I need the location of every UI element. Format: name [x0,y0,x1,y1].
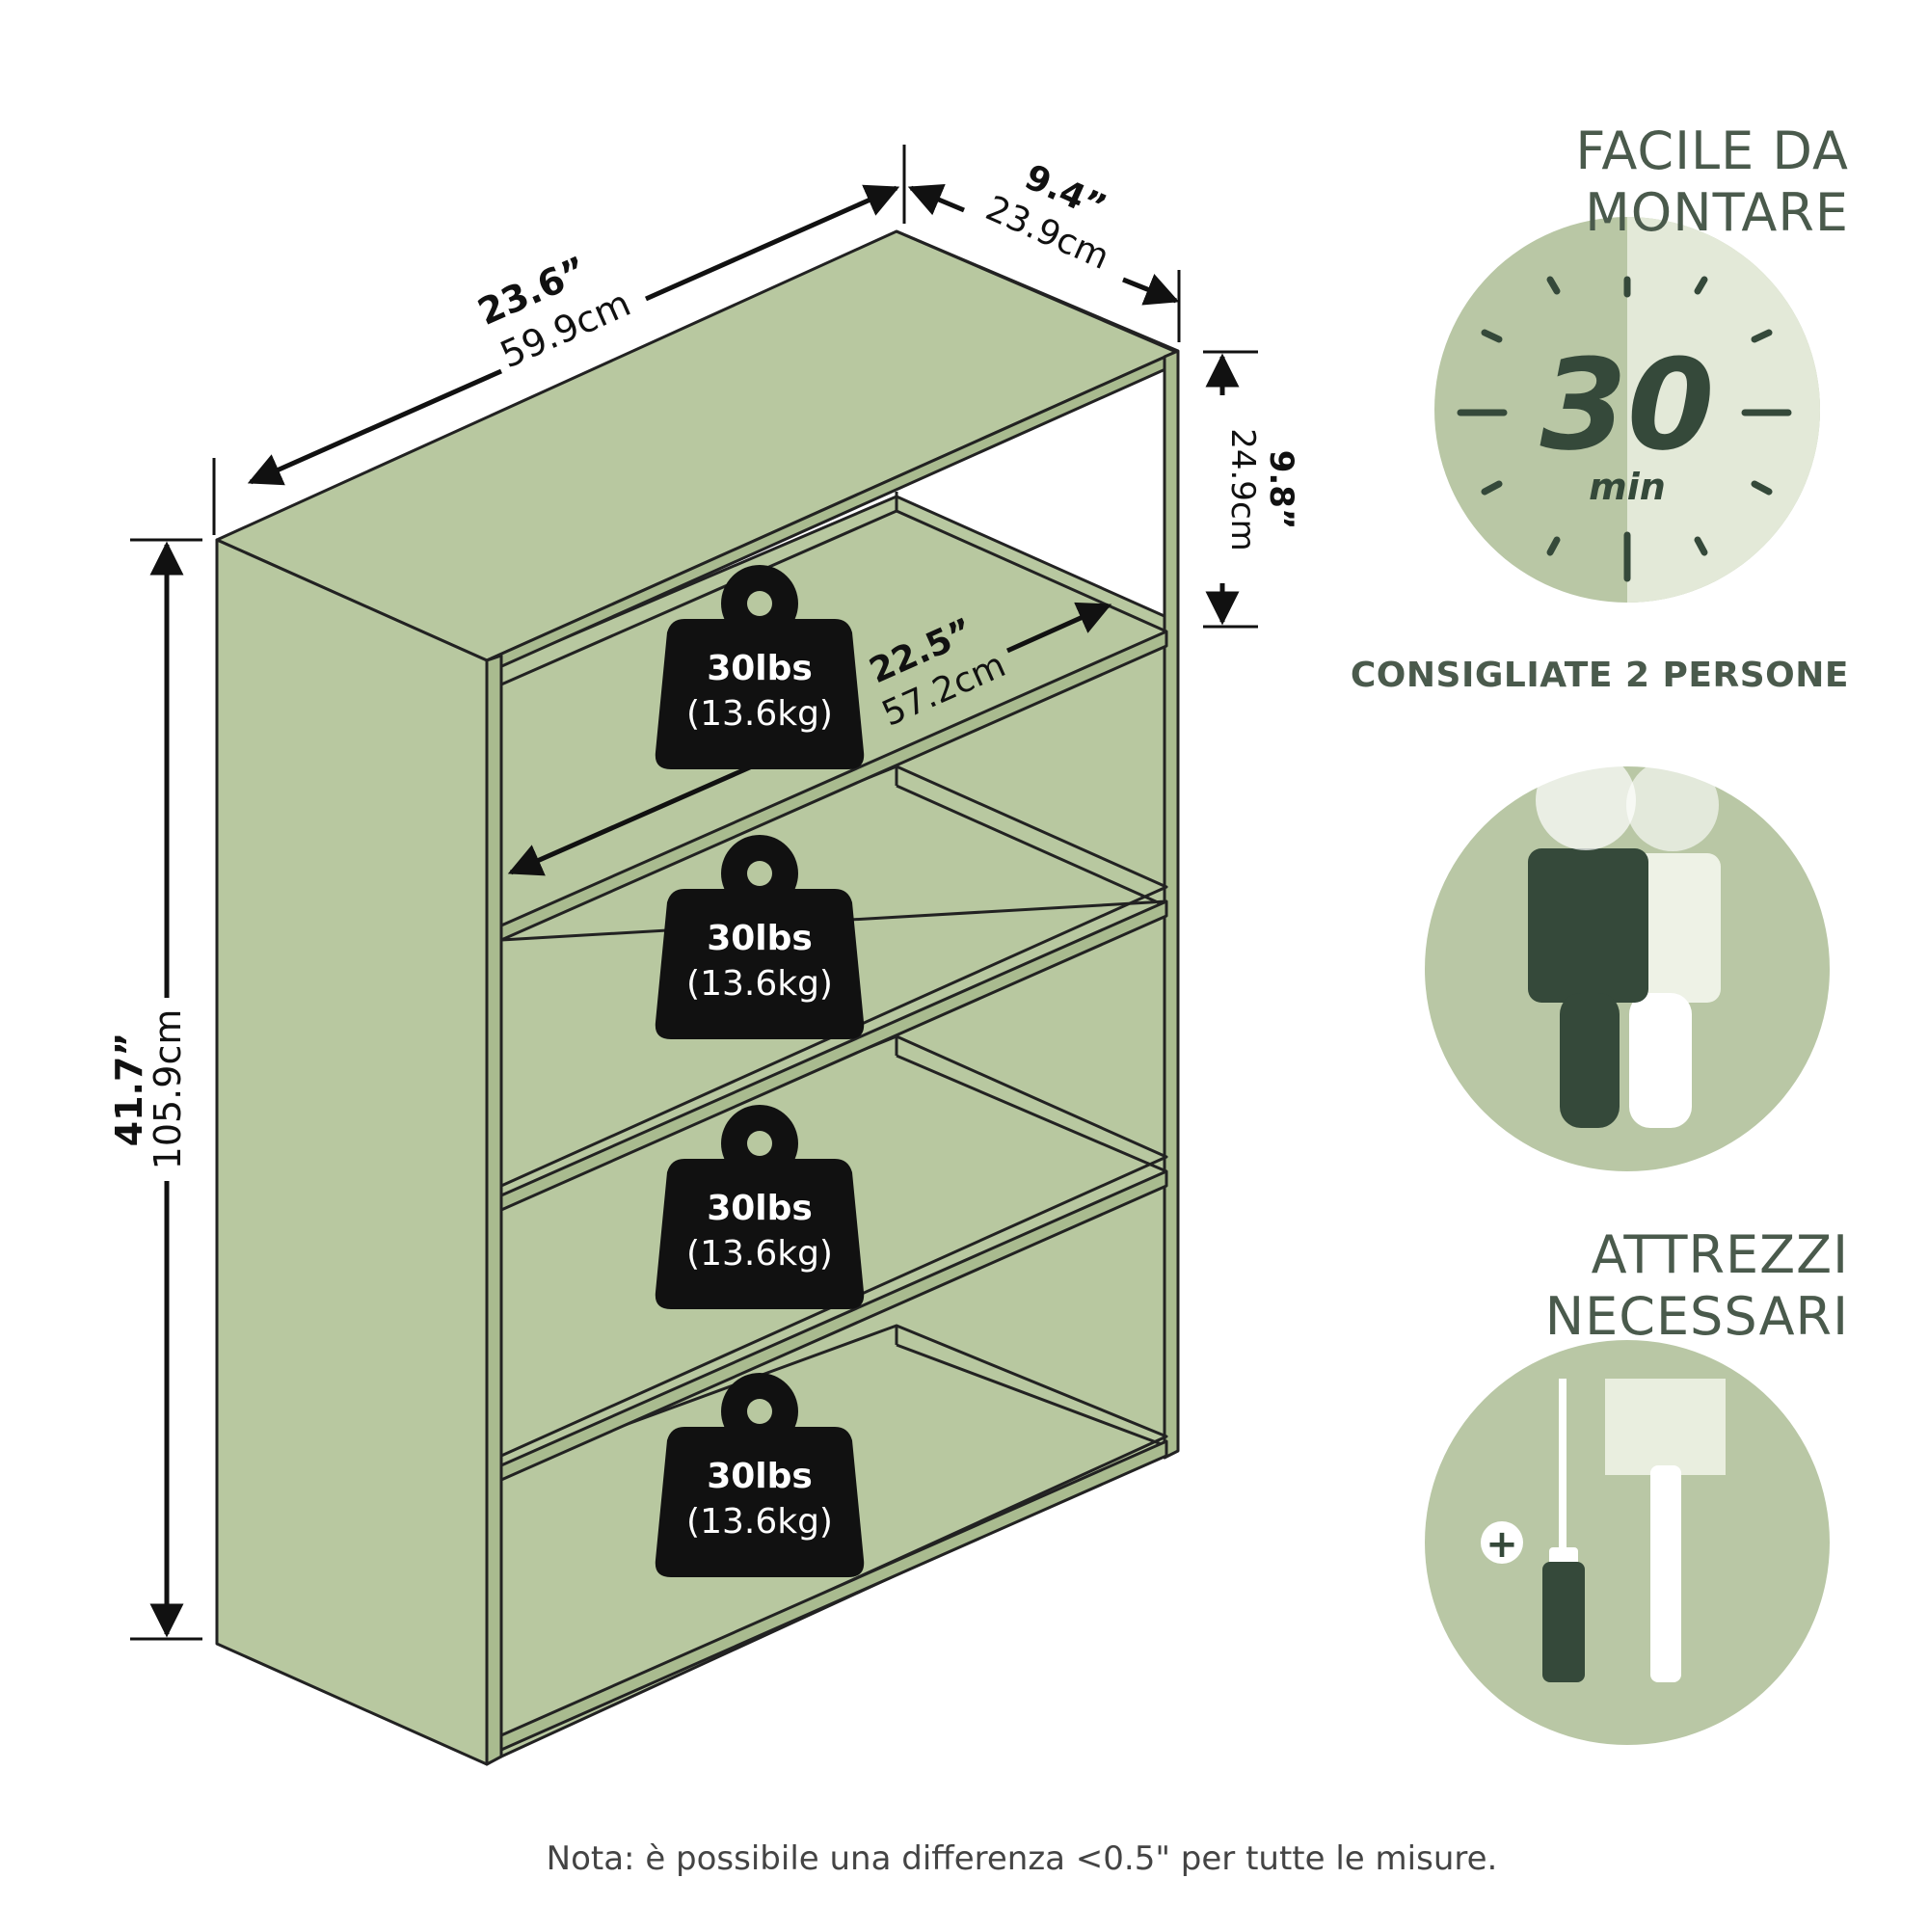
hammer-head [1605,1379,1726,1475]
weight-kg-label: (13.6kg) [686,964,833,1004]
assembly-heading-line1: FACILE DA [1575,121,1849,181]
person-dark-legs [1560,993,1620,1128]
height-cm-label: 105.9cm [147,1009,189,1170]
depth-arrow-b [1122,274,1180,306]
person-light-head [1626,759,1719,851]
screwdriver-and-hammer-icon: + [1425,1340,1830,1745]
person-light-body [1629,853,1721,1003]
two-people-icon [1425,750,1830,1171]
people-note: CONSIGLIATE 2 PERSONE [1350,656,1849,695]
inner-width-arrow-a [1005,602,1112,654]
weight-lbs-label: 30lbs [707,1457,813,1496]
bookcase-left-front-edge [485,654,503,1766]
depth-arrow-a [907,184,965,216]
bookcase-back-top-line [896,229,1179,353]
person-dark-body [1528,848,1648,1003]
shelf-height-inches-label: 9.8” [1262,450,1300,530]
weight-kg-label: (13.6kg) [686,1234,833,1274]
weight-kg-label: (13.6kg) [686,694,833,734]
tools-circle [1425,1340,1830,1745]
tools-heading-line2: NECESSARI [1544,1286,1849,1347]
screwdriver-handle [1542,1562,1585,1682]
timer-unit: min [1589,466,1666,508]
screwdriver-shaft [1559,1379,1566,1557]
shelf-height-cm-label: 24.9cm [1223,428,1262,551]
interior-edge-2 [896,509,1167,633]
weight-lbs-label: 30lbs [707,919,813,958]
width-arrow-a [247,368,503,486]
width-arrow-b [644,184,900,302]
shelf-weight-badge: 30lbs (13.6kg) [655,1105,865,1309]
interior-edge-7 [896,1054,1167,1173]
assembly-timer: 30 min [1434,217,1820,603]
height-inches-label: 41.7” [108,1033,150,1147]
assembly-heading-line2: MONTARE [1585,182,1849,243]
shelf-weight-badge: 30lbs (13.6kg) [655,1373,865,1577]
tools-heading: ATTREZZI NECESSARI [1545,1224,1849,1348]
weight-icon [655,1427,865,1577]
weight-icon [655,1159,865,1309]
plus-symbol: + [1486,1522,1518,1567]
timer-light-half [1627,217,1820,603]
shelf-weight-badge: 30lbs (13.6kg) [655,835,865,1039]
weight-icon [655,619,865,769]
weight-icon [655,889,865,1039]
person-dark-head [1536,750,1636,850]
hammer-handle [1650,1465,1681,1682]
plus-icon [1481,1521,1523,1564]
weight-kg-label: (13.6kg) [686,1502,833,1542]
assembly-heading: FACILE DA MONTARE [1575,121,1849,244]
dimension-lines [130,145,1258,1641]
measurement-note: Nota: è possibile una differenza <0.5" p… [546,1839,1498,1878]
tools-heading-line1: ATTREZZI [1591,1224,1849,1285]
shelf-weight-badge: 30lbs (13.6kg) [655,565,865,769]
weight-lbs-label: 30lbs [707,1189,813,1228]
inner-width-arrow-b [507,764,754,876]
person-light-legs [1629,993,1692,1128]
interior-edge-1 [500,509,897,686]
timer-minutes: 30 [1540,332,1715,478]
clock-ticks-icon [1457,276,1792,582]
interior-edge-5 [896,784,1167,908]
weight-lbs-label: 30lbs [707,649,813,688]
interior-edge-9 [896,1343,1167,1448]
bookcase-left-panel [215,538,489,1766]
